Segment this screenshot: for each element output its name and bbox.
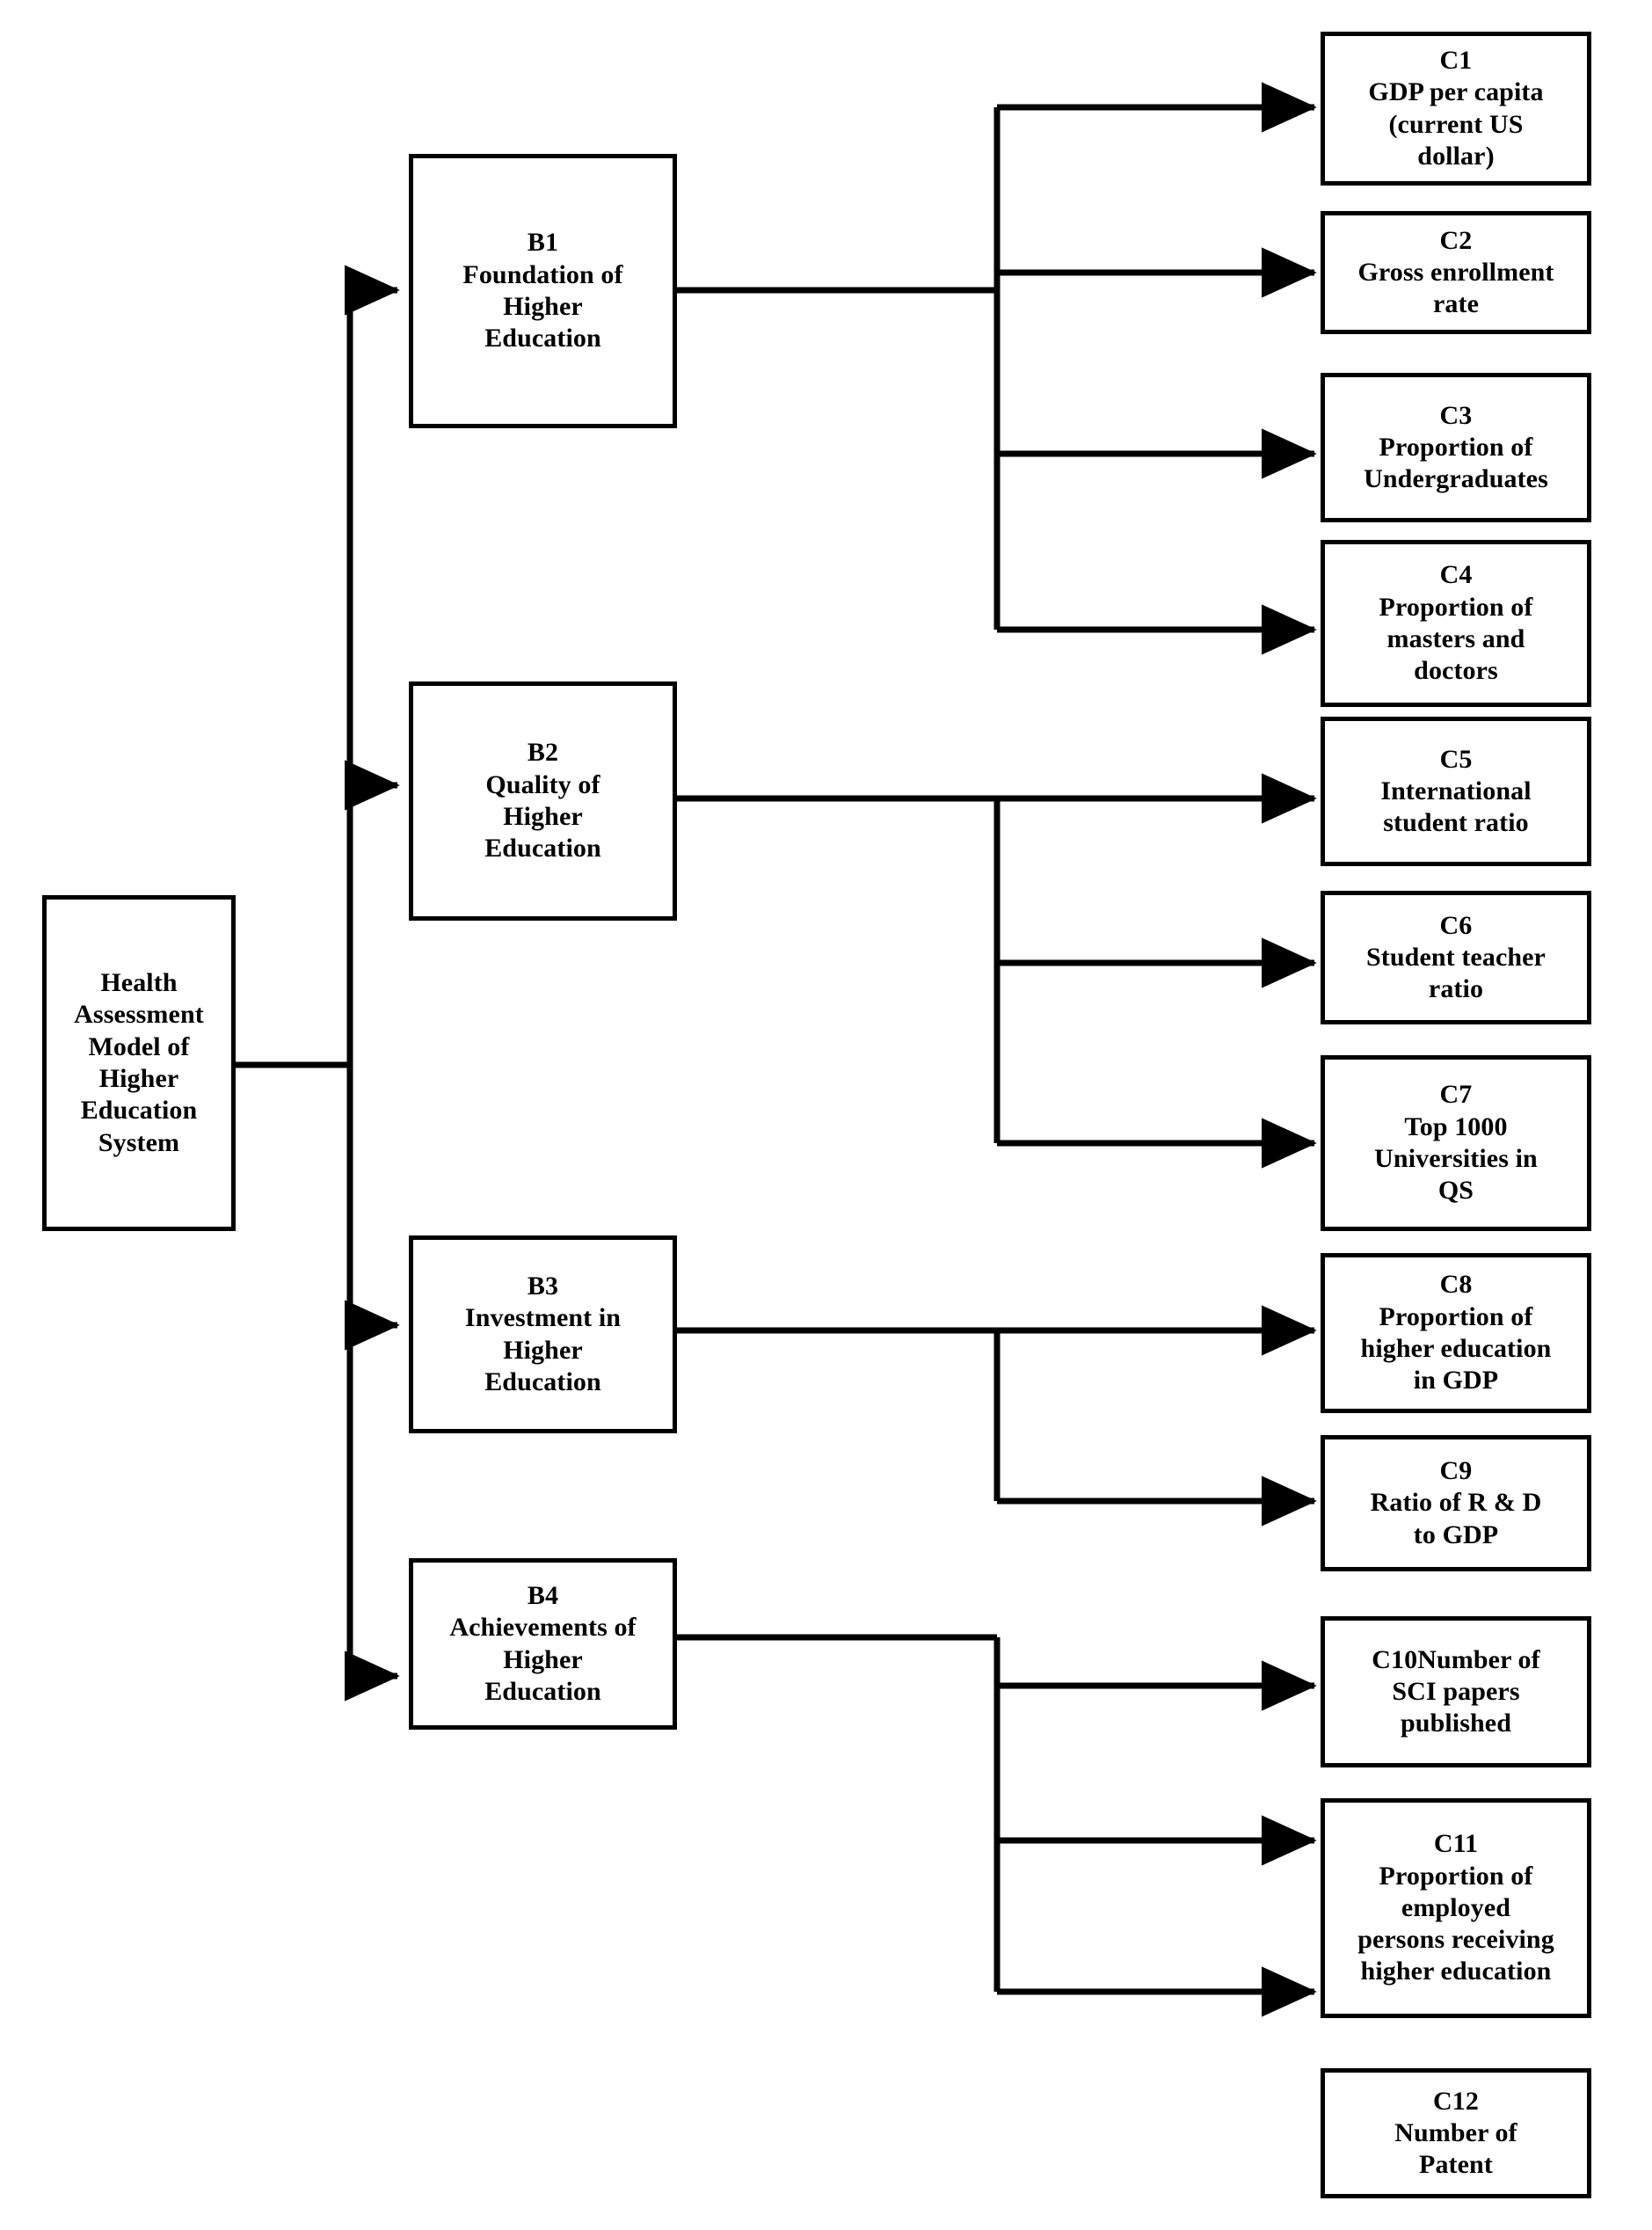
node-c4-proportion-of-masters-and-doctors[interactable]: C4 Proportion of masters and doctors [1321, 540, 1591, 707]
node-c4-label: C4 Proportion of masters and doctors [1379, 560, 1533, 686]
node-c6-label: C6 Student teacher ratio [1366, 910, 1546, 1004]
node-c3-label: C3 Proportion of Undergraduates [1364, 400, 1548, 494]
node-c9-label: C9 Ratio of R & D to GDP [1370, 1456, 1542, 1549]
node-b4-label: B4 Achievements of Higher Education [449, 1580, 637, 1706]
node-b1-foundation-of-higher-education[interactable]: B1 Foundation of Higher Education [409, 154, 677, 428]
node-c1-gdp-per-capita[interactable]: C1 GDP per capita (current US dollar) [1321, 32, 1591, 186]
node-c7-top-1000-universities-in-qs[interactable]: C7 Top 1000 Universities in QS [1321, 1055, 1591, 1231]
node-b2-quality-of-higher-education[interactable]: B2 Quality of Higher Education [409, 681, 677, 921]
node-c6-student-teacher-ratio[interactable]: C6 Student teacher ratio [1321, 891, 1591, 1024]
node-c2-gross-enrollment-rate[interactable]: C2 Gross enrollment rate [1321, 211, 1591, 334]
node-c11-proportion-of-employed-persons-receiving-higher-education[interactable]: C11 Proportion of employed persons recei… [1321, 1798, 1591, 2018]
node-b3-label: B3 Investment in Higher Education [464, 1271, 622, 1396]
node-b3-investment-in-higher-education[interactable]: B3 Investment in Higher Education [409, 1235, 677, 1433]
node-b4-achievements-of-higher-education[interactable]: B4 Achievements of Higher Education [409, 1558, 677, 1730]
node-c2-label: C2 Gross enrollment rate [1357, 225, 1554, 319]
node-c9-ratio-of-rd-to-gdp[interactable]: C9 Ratio of R & D to GDP [1321, 1435, 1591, 1571]
node-c12-label: C12 Number of Patent [1394, 2086, 1517, 2180]
node-c5-international-student-ratio[interactable]: C5 International student ratio [1321, 717, 1591, 866]
node-c7-label: C7 Top 1000 Universities in QS [1374, 1080, 1538, 1206]
node-root-label: Health Assessment Model of Higher Educat… [74, 968, 204, 1157]
node-c12-number-of-patent[interactable]: C12 Number of Patent [1321, 2068, 1591, 2198]
node-c10-label: C10Number of SCI papers published [1372, 1644, 1540, 1738]
node-c1-label: C1 GDP per capita (current US dollar) [1368, 45, 1544, 171]
node-root-health-assessment-model[interactable]: Health Assessment Model of Higher Educat… [42, 895, 236, 1231]
node-c10-number-of-sci-papers-published[interactable]: C10Number of SCI papers published [1321, 1616, 1591, 1767]
node-c8-proportion-of-higher-education-in-gdp[interactable]: C8 Proportion of higher education in GDP [1321, 1253, 1591, 1413]
node-b1-label: B1 Foundation of Higher Education [462, 228, 623, 353]
node-c5-label: C5 International student ratio [1380, 744, 1532, 838]
node-c8-label: C8 Proportion of higher education in GDP [1360, 1270, 1552, 1396]
node-c11-label: C11 Proportion of employed persons recei… [1357, 1829, 1554, 1986]
node-c3-proportion-of-undergraduates[interactable]: C3 Proportion of Undergraduates [1321, 373, 1591, 522]
node-b2-label: B2 Quality of Higher Education [484, 738, 601, 864]
